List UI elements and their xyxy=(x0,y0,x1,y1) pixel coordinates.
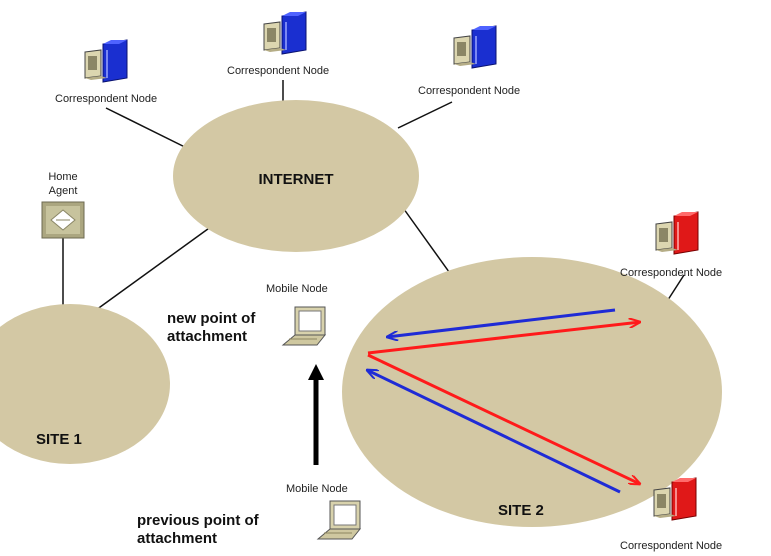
link-internet-site1 xyxy=(95,225,213,311)
correspondent-node-label: Correspondent Node xyxy=(55,93,157,105)
link-cn3-internet xyxy=(397,101,453,129)
server-icon xyxy=(84,39,128,83)
red-arrow-to-cn-upper xyxy=(367,322,640,355)
router-icon xyxy=(41,201,85,239)
new-attachment-caption-line1: new point of xyxy=(167,310,256,327)
correspondent-node-label: Correspondent Node xyxy=(227,65,329,77)
correspondent-node-1: Correspondent Node xyxy=(55,39,157,105)
blue-arrow-to-mobile-lower xyxy=(367,370,621,494)
laptop-icon xyxy=(282,306,326,346)
previous-attachment-caption-line2: attachment xyxy=(137,530,217,547)
site2-cloud xyxy=(342,257,722,527)
red-arrow-to-cn-lower xyxy=(367,353,640,484)
mobile-node-previous: Mobile Node previous point of attachment xyxy=(137,483,361,547)
mobile-node-label: Mobile Node xyxy=(286,483,348,495)
correspondent-node-5: Correspondent Node xyxy=(620,477,722,552)
correspondent-node-label: Correspondent Node xyxy=(620,267,722,279)
server-icon xyxy=(453,25,497,69)
server-icon xyxy=(655,211,699,255)
site2-label: SITE 2 xyxy=(498,502,544,519)
site1-cloud xyxy=(0,304,170,464)
internet-cloud xyxy=(173,100,419,252)
home-agent-label-line2: Agent xyxy=(49,185,78,197)
home-agent: Home Agent xyxy=(41,171,85,239)
laptop-icon xyxy=(317,500,361,540)
correspondent-node-3: Correspondent Node xyxy=(418,25,520,97)
internet-label: INTERNET xyxy=(259,171,334,188)
correspondent-node-label: Correspondent Node xyxy=(620,540,722,552)
correspondent-node-label: Correspondent Node xyxy=(418,85,520,97)
server-icon xyxy=(263,11,307,55)
correspondent-node-2: Correspondent Node xyxy=(227,11,329,77)
new-attachment-caption-line2: attachment xyxy=(167,328,247,345)
mobile-node-new: Mobile Node new point of attachment xyxy=(167,283,328,346)
previous-attachment-caption-line1: previous point of xyxy=(137,512,260,529)
correspondent-node-4: Correspondent Node xyxy=(620,211,722,279)
blue-arrow-to-mobile-upper xyxy=(387,308,616,337)
mobile-node-label: Mobile Node xyxy=(266,283,328,295)
home-agent-label-line1: Home xyxy=(48,171,77,183)
site1-label: SITE 1 xyxy=(36,431,82,448)
